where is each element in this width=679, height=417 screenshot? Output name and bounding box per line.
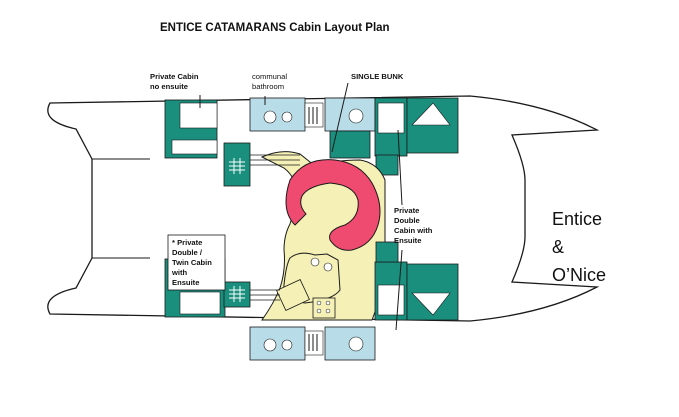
twin-cabin-label-box bbox=[167, 234, 226, 291]
twin-cabin-lower-bed bbox=[179, 291, 221, 315]
l-sofa bbox=[285, 159, 381, 251]
bow-bed-lower bbox=[411, 292, 451, 316]
transom-line bbox=[92, 158, 150, 259]
label-private-double-l2: Double bbox=[394, 216, 420, 225]
helm-icon-1 bbox=[310, 257, 320, 267]
fwd-bow-cabin-lower bbox=[406, 263, 459, 321]
steps-ladder-upper bbox=[229, 158, 245, 174]
saloon bbox=[250, 151, 386, 321]
plan-title: ENTICE CATAMARANS Cabin Layout Plan bbox=[160, 22, 390, 34]
engine-hatch-upper bbox=[304, 102, 324, 128]
boat-name-entice: Entice bbox=[552, 209, 603, 229]
label-twin-l4: with bbox=[172, 268, 188, 277]
private-cabin-berth bbox=[179, 102, 218, 129]
single-bunk bbox=[329, 130, 371, 159]
upper-hull-cabins bbox=[164, 97, 459, 187]
label-twin-l2: Double / bbox=[172, 248, 202, 257]
boat-name-onice: O’Nice bbox=[552, 265, 607, 285]
communal-bathroom bbox=[249, 97, 306, 132]
label-communal-l1: communal bbox=[252, 72, 288, 81]
label-communal-l2: bathroom bbox=[252, 82, 285, 91]
label-twin-l3: Twin Cabin bbox=[172, 258, 212, 267]
lower-hull-cabins bbox=[164, 241, 459, 361]
label-twin-l5: Ensuite bbox=[172, 278, 200, 287]
label-private-cabin: Private Cabin no ensuite bbox=[150, 72, 199, 92]
label-twin-cabin: * Private Double / Twin Cabin with Ensui… bbox=[172, 238, 212, 288]
label-communal-bathroom: communal bathroom bbox=[252, 72, 287, 92]
saloon-stairs bbox=[250, 154, 300, 301]
toilet-icon bbox=[263, 110, 277, 124]
leader-lines bbox=[199, 82, 403, 331]
label-private-double-l3: Cabin with bbox=[394, 226, 433, 235]
label-single-bunk: SINGLE BUNK bbox=[351, 72, 404, 81]
aft-steps-upper bbox=[223, 142, 251, 187]
lower-bathroom-1 bbox=[249, 326, 306, 361]
basin-icon-2 bbox=[281, 339, 293, 351]
stairs-upper bbox=[308, 107, 318, 124]
stove-burners bbox=[316, 300, 331, 314]
fwd-cabin-upper-bed bbox=[377, 102, 405, 134]
label-twin-l1: * Private bbox=[172, 238, 203, 247]
fwd-steps-upper bbox=[375, 154, 399, 176]
chart-table bbox=[276, 279, 310, 311]
label-private-cabin-l1: Private Cabin bbox=[150, 72, 199, 81]
label-private-double-l1: Private bbox=[394, 206, 420, 215]
galley-stove bbox=[312, 297, 336, 319]
toilet-icon-2 bbox=[348, 108, 364, 124]
helm-icon-2 bbox=[323, 262, 333, 272]
fwd-bow-cabin-upper bbox=[406, 97, 459, 154]
fwd-steps-lower bbox=[375, 241, 399, 263]
label-private-double-l4: Ensuite bbox=[394, 236, 422, 245]
stairs-lower bbox=[308, 334, 318, 351]
engine-hatch-lower bbox=[304, 330, 324, 356]
toilet-icon-3 bbox=[263, 338, 277, 352]
label-private-cabin-l2: no ensuite bbox=[150, 82, 188, 91]
aft-steps-lower bbox=[223, 281, 251, 308]
steps-ladder-lower bbox=[229, 286, 245, 302]
boat-name-ampersand: & bbox=[552, 237, 565, 257]
fwd-cabin-lower-bed bbox=[377, 284, 405, 316]
private-cabin-bunk bbox=[171, 139, 218, 155]
label-private-double: Private Double Cabin with Ensuite bbox=[394, 206, 432, 246]
boat-names: Entice & O’Nice bbox=[552, 205, 606, 289]
basin-icon bbox=[281, 111, 293, 123]
toilet-icon-4 bbox=[348, 336, 364, 352]
bow-bed-upper bbox=[411, 102, 451, 126]
